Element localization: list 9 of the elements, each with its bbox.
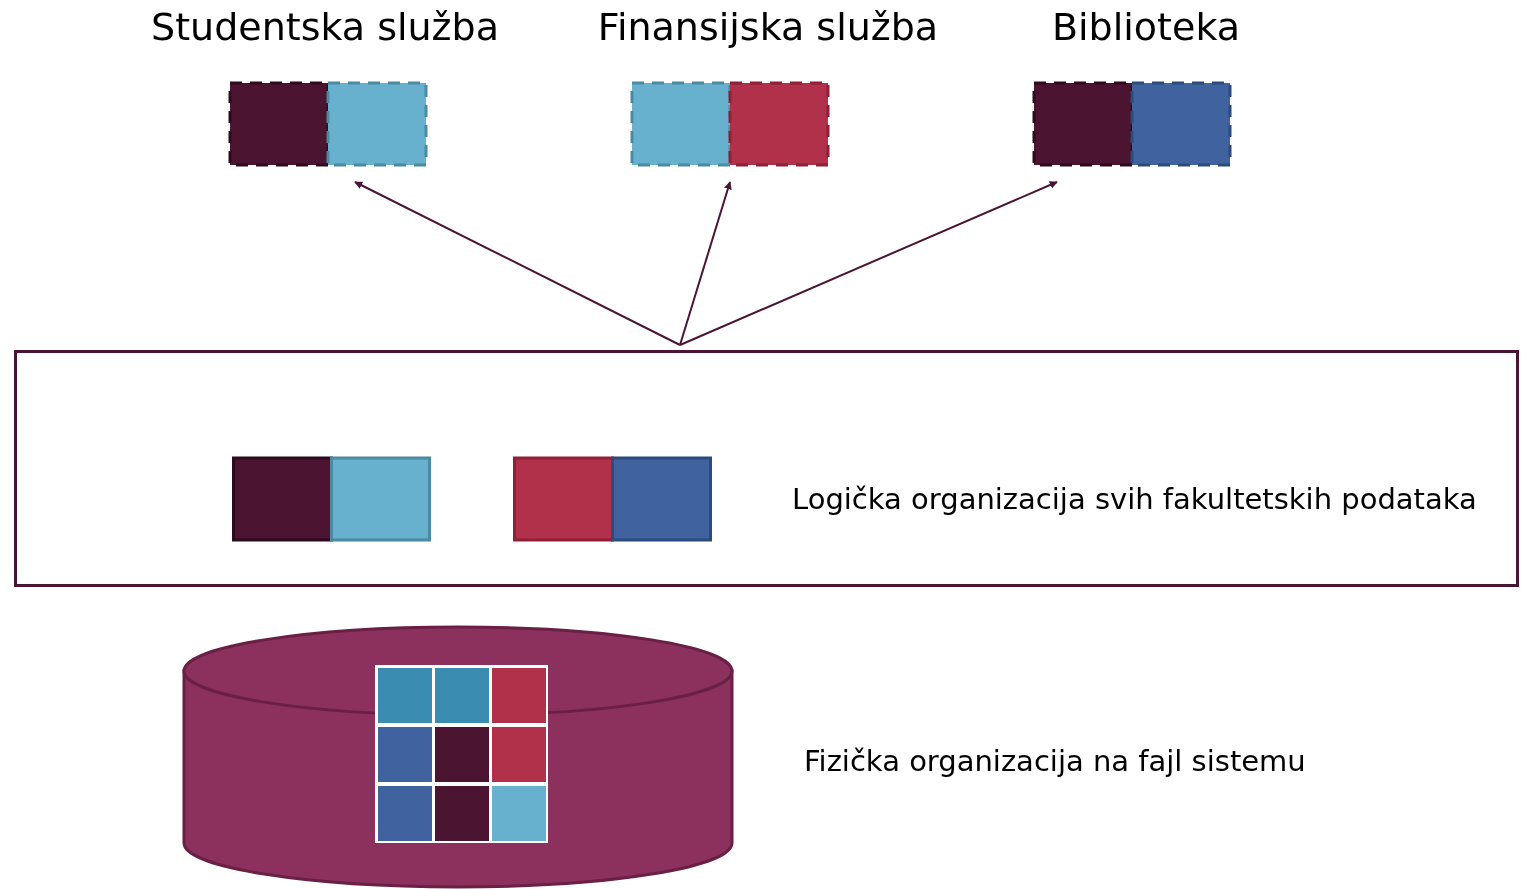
arrow — [679, 181, 732, 346]
heading: Studentska služba — [150, 5, 500, 49]
heading: Biblioteka — [1051, 5, 1241, 49]
layer-label: Fizička organizacija na fajl sistemu — [804, 744, 1306, 778]
arrow — [354, 181, 681, 346]
layer-label: Logička organizacija svih fakultetskih podataka — [792, 482, 1477, 516]
heading: Finansijska služba — [596, 5, 940, 49]
arrow — [679, 181, 1058, 346]
layer-box — [14, 350, 1519, 587]
